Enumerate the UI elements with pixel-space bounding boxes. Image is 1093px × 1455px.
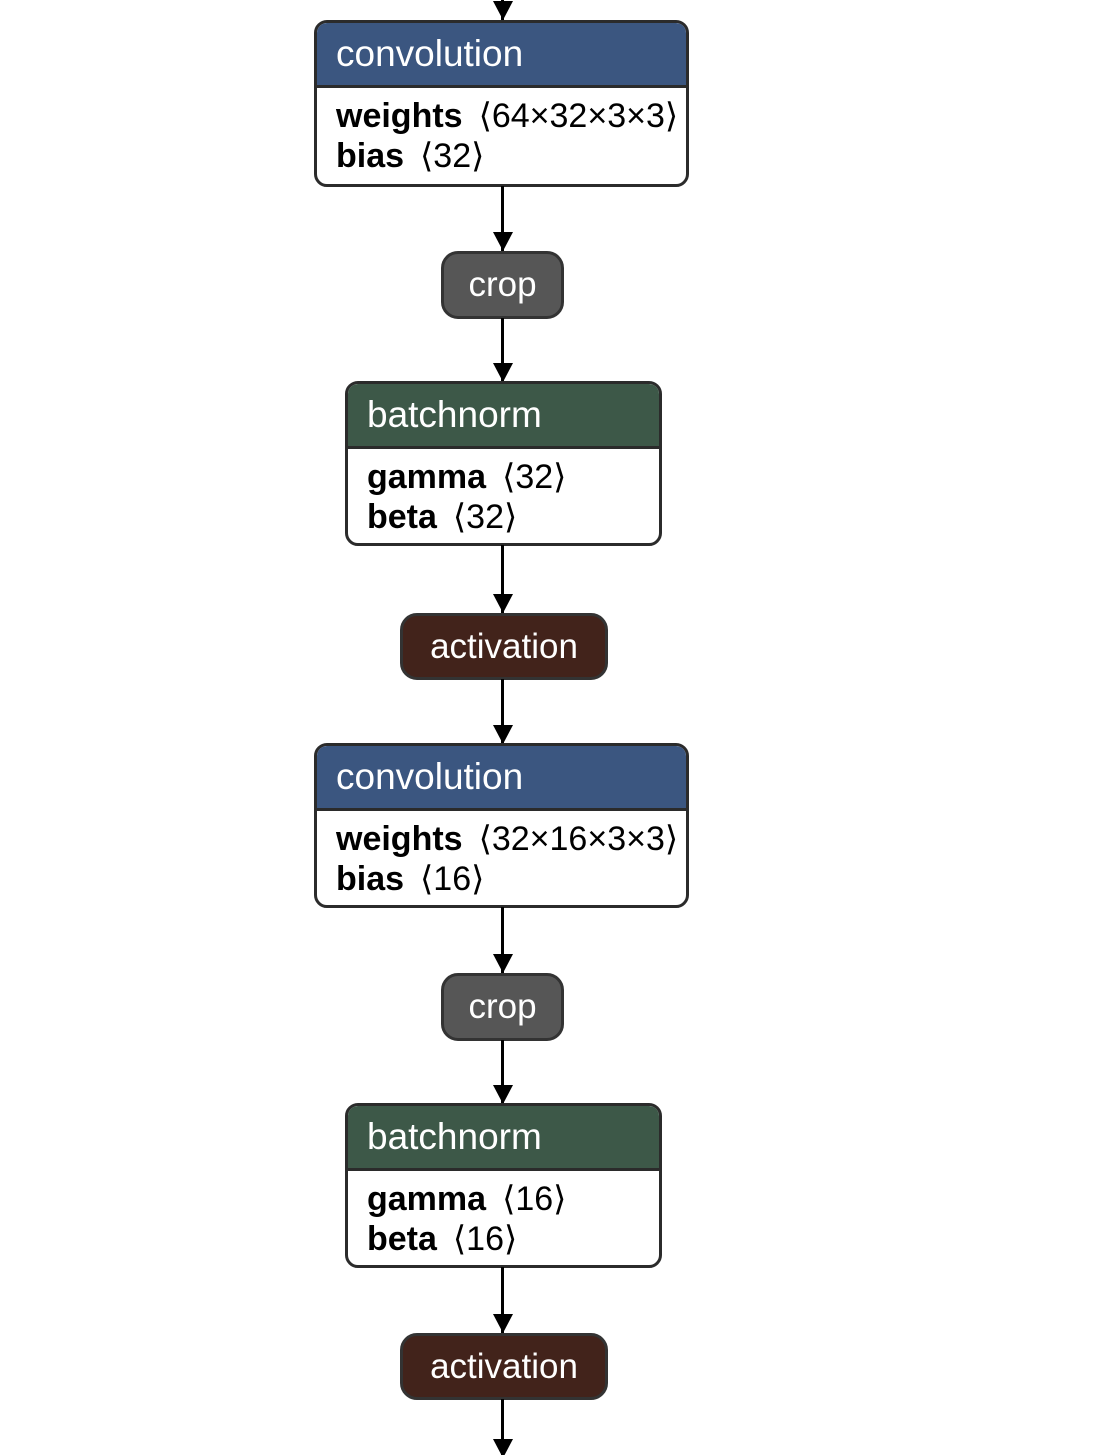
flow-arrow [501, 907, 504, 973]
attribute-name: gamma [367, 1180, 487, 1218]
attribute-value: ⟨64×32×3×3⟩ [478, 97, 679, 135]
node-attributes: gamma ⟨32⟩ beta ⟨32⟩ [348, 449, 659, 537]
node-attributes: gamma ⟨16⟩ beta ⟨16⟩ [348, 1171, 659, 1259]
node-attributes: weights ⟨32×16×3×3⟩ bias ⟨16⟩ [317, 811, 686, 899]
attribute-value: ⟨16⟩ [420, 860, 485, 898]
flow-arrow [501, 1267, 504, 1333]
attribute-value: ⟨32⟩ [502, 458, 567, 496]
node-crop-2[interactable]: crop [441, 973, 564, 1041]
attribute-value: ⟨32×16×3×3⟩ [478, 820, 679, 858]
flow-arrow-outgoing [501, 1399, 504, 1455]
attribute-name: bias [336, 137, 405, 175]
node-title: batchnorm [367, 394, 542, 435]
node-title: activation [430, 1346, 578, 1386]
flow-arrow [501, 318, 504, 382]
node-batchnorm-2[interactable]: batchnorm gamma ⟨16⟩ beta ⟨16⟩ [345, 1103, 662, 1268]
attribute-name: beta [367, 498, 437, 536]
attribute-row: bias ⟨32⟩ [336, 136, 667, 176]
node-convolution-1[interactable]: convolution weights ⟨64×32×3×3⟩ bias ⟨32… [314, 20, 689, 187]
node-header: convolution [317, 23, 686, 88]
node-crop-1[interactable]: crop [441, 251, 564, 319]
attribute-value: ⟨16⟩ [502, 1180, 567, 1218]
attribute-name: bias [336, 860, 405, 898]
node-title: batchnorm [367, 1116, 542, 1157]
node-convolution-2[interactable]: convolution weights ⟨32×16×3×3⟩ bias ⟨16… [314, 743, 689, 908]
attribute-row: weights ⟨64×32×3×3⟩ [336, 96, 678, 136]
attribute-name: weights [336, 97, 463, 135]
node-header: batchnorm [348, 1106, 659, 1171]
node-attributes: weights ⟨64×32×3×3⟩ bias ⟨32⟩ [317, 88, 686, 176]
attribute-row: gamma ⟨32⟩ [367, 457, 640, 497]
node-activation-2[interactable]: activation [400, 1333, 608, 1400]
attribute-name: weights [336, 820, 463, 858]
node-title: convolution [336, 756, 524, 797]
attribute-row: bias ⟨16⟩ [336, 859, 667, 899]
attribute-value: ⟨32⟩ [452, 498, 518, 536]
node-title: activation [430, 626, 578, 666]
node-title: crop [468, 265, 537, 304]
node-title: crop [468, 987, 537, 1026]
node-activation-1[interactable]: activation [400, 613, 608, 680]
node-header: batchnorm [348, 384, 659, 449]
attribute-row: gamma ⟨16⟩ [367, 1179, 640, 1219]
flow-arrow-incoming [501, 0, 504, 20]
attribute-row: weights ⟨32×16×3×3⟩ [336, 819, 678, 859]
attribute-row: beta ⟨16⟩ [367, 1219, 640, 1259]
flow-arrow [501, 679, 504, 744]
node-batchnorm-1[interactable]: batchnorm gamma ⟨32⟩ beta ⟨32⟩ [345, 381, 662, 546]
attribute-value: ⟨32⟩ [420, 137, 485, 175]
node-title: convolution [336, 33, 524, 74]
attribute-row: beta ⟨32⟩ [367, 497, 640, 537]
attribute-name: gamma [367, 458, 487, 496]
flow-arrow [501, 1040, 504, 1104]
attribute-value: ⟨16⟩ [452, 1220, 518, 1258]
flow-arrow [501, 186, 504, 251]
flow-arrow [501, 545, 504, 613]
node-header: convolution [317, 746, 686, 811]
attribute-name: beta [367, 1220, 437, 1258]
